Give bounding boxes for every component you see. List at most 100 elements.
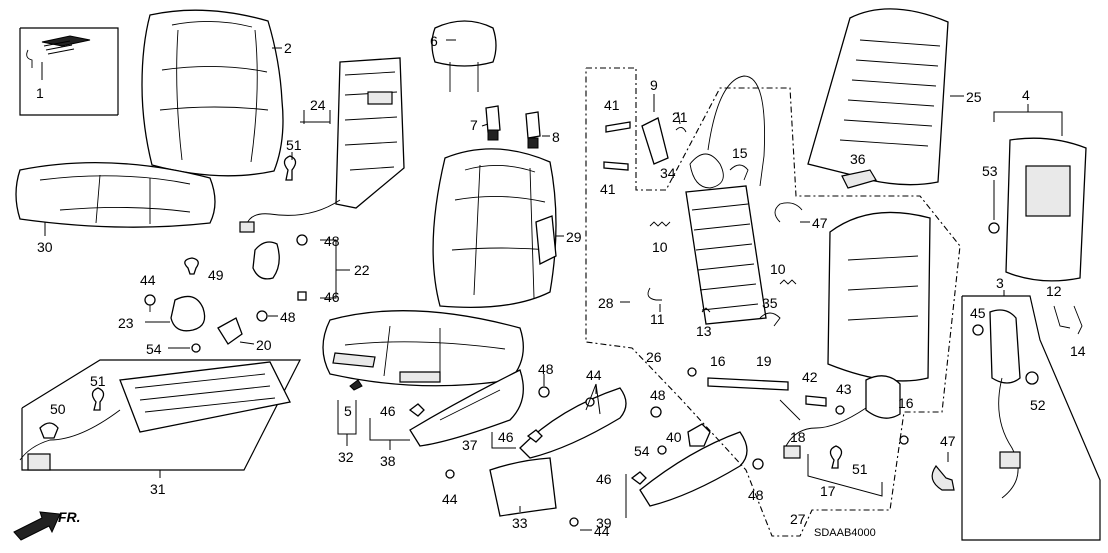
part-37-inner-trim[interactable]: 37 <box>462 387 627 459</box>
part-43-nut[interactable]: 43 <box>835 381 852 415</box>
part-5-clip[interactable]: 5 <box>344 379 363 419</box>
part-38-side-trim[interactable]: 38 <box>369 369 524 469</box>
callout-37: 37 <box>462 437 478 453</box>
part-14-bracket[interactable]: 14 <box>1070 305 1086 359</box>
callout-44-c: 44 <box>442 491 458 507</box>
part-1-clip-set[interactable]: 1 <box>19 27 119 116</box>
part-29-side-panel[interactable]: 29 <box>535 215 582 266</box>
part-13-clip[interactable]: 13 <box>696 307 712 339</box>
part-22-heater-unit[interactable]: 22 <box>252 239 370 299</box>
part-20-bracket[interactable]: 20 <box>217 317 272 353</box>
part-24-seatback-heater[interactable]: 24 <box>239 57 405 233</box>
part-41-bolt-b[interactable]: 41 <box>600 161 629 197</box>
callout-42: 42 <box>802 369 818 385</box>
part-12-bracket[interactable]: 12 <box>1046 283 1071 329</box>
part-9-lever[interactable]: 9 <box>641 77 669 165</box>
callout-46-a: 46 <box>324 289 340 305</box>
part-44-screw[interactable]: 44 <box>140 272 156 312</box>
part-44-screw-d[interactable]: 44 <box>569 517 610 539</box>
part-15-clip[interactable]: 15 <box>729 145 749 181</box>
callout-22: 22 <box>354 262 370 278</box>
callout-47-a: 47 <box>812 215 828 231</box>
part-16-bushing-b[interactable]: 16 <box>898 395 914 445</box>
part-45-clip[interactable]: 45 <box>970 305 986 336</box>
callout-46-d: 46 <box>596 471 612 487</box>
part-48-clip-b[interactable]: 48 <box>256 309 296 325</box>
callout-40: 40 <box>666 429 682 445</box>
part-19-torsion-bar[interactable]: 19 <box>707 353 789 391</box>
callout-1: 1 <box>36 85 44 101</box>
part-3-power-seat-switch-group[interactable]: 3 <box>961 275 1101 541</box>
callout-50: 50 <box>50 401 66 417</box>
callout-48-b: 48 <box>280 309 296 325</box>
callout-6: 6 <box>430 33 438 49</box>
front-label: FR. <box>58 509 81 525</box>
part-48-clip-c[interactable]: 48 <box>538 361 554 398</box>
part-27-label: 27 <box>790 511 806 527</box>
part-32-group-bracket[interactable]: 32 <box>337 400 357 465</box>
part-36-cover[interactable]: 36 <box>841 151 877 189</box>
part-44-screw-b[interactable]: 44 <box>585 367 602 415</box>
part-30-seat-cushion-cover[interactable]: 30 <box>15 162 216 255</box>
callout-44-a: 44 <box>140 272 156 288</box>
part-51-clip-b[interactable]: 51 <box>90 373 106 411</box>
part-11-clip[interactable]: 11 <box>647 287 665 327</box>
part-46-clip-b[interactable]: 46 <box>380 403 425 419</box>
callout-46-b: 46 <box>380 403 396 419</box>
part-40-switch-knob[interactable]: 40 <box>666 423 711 447</box>
part-44-screw-c[interactable]: 44 <box>442 469 458 507</box>
part-50-clip[interactable]: 50 <box>39 401 66 439</box>
part-51-clip[interactable]: 51 <box>283 137 302 181</box>
callout-33: 33 <box>512 515 528 531</box>
part-52-knob[interactable]: 52 <box>1025 371 1046 413</box>
part-48-clip-a[interactable]: 48 <box>296 233 340 249</box>
callout-26: 26 <box>646 349 662 365</box>
part-8-headrest-guide[interactable]: 8 <box>525 111 560 149</box>
seat-assembly[interactable] <box>322 148 557 387</box>
callout-23: 23 <box>118 315 134 331</box>
part-46-clip-c[interactable]: 46 <box>498 429 543 445</box>
part-16-bushing-a[interactable]: 16 <box>687 353 726 377</box>
callout-9: 9 <box>650 77 658 93</box>
part-17-harness[interactable]: 17 <box>783 407 883 499</box>
part-34-lumbar-support[interactable]: 34 <box>660 75 767 325</box>
part-49-clip[interactable]: 49 <box>184 257 224 283</box>
part-42-bolt[interactable]: 42 <box>802 369 827 407</box>
part-18-rod[interactable]: 18 <box>779 399 806 445</box>
callout-39: 39 <box>596 515 612 531</box>
part-6-headrest[interactable]: 6 <box>430 20 497 92</box>
part-47-clip-b[interactable]: 47 <box>931 433 956 491</box>
part-7-headrest-guide[interactable]: 7 <box>470 105 501 141</box>
part-35-clip[interactable]: 35 <box>759 295 781 327</box>
part-47-clip-a[interactable]: 47 <box>774 202 828 231</box>
part-26-label: 26 <box>646 349 662 365</box>
part-51-clip-c[interactable]: 51 <box>829 445 868 477</box>
part-25-seatback-frame[interactable]: 25 <box>807 8 982 186</box>
part-33-trim-cover[interactable]: 33 <box>489 457 557 531</box>
callout-11: 11 <box>650 311 665 327</box>
callout-54-a: 54 <box>146 341 162 357</box>
part-54-screw-b[interactable]: 54 <box>634 443 667 459</box>
callout-16-a: 16 <box>710 353 726 369</box>
seatback-frame-assembly[interactable] <box>827 211 931 382</box>
part-54-screw[interactable]: 54 <box>146 341 201 357</box>
part-4-back-panel[interactable]: 4 <box>993 87 1087 282</box>
front-direction-indicator: FR. <box>13 509 81 541</box>
part-41-bolt-a[interactable]: 41 <box>604 97 631 133</box>
part-28-lumbar-assembly-group[interactable]: 28 <box>585 67 961 537</box>
part-31-cushion-heater-group[interactable]: 31 <box>19 359 301 497</box>
motor-unit[interactable] <box>865 375 901 419</box>
part-53-clip[interactable]: 53 <box>982 163 1000 234</box>
part-2-seatback-cover[interactable]: 2 <box>141 9 292 177</box>
callout-45: 45 <box>970 305 986 321</box>
part-48-clip-d[interactable]: 48 <box>650 387 666 418</box>
part-46-clip-d[interactable]: 46 <box>596 471 647 487</box>
part-21-clip[interactable]: 21 <box>672 109 688 133</box>
callout-48-a: 48 <box>324 233 340 249</box>
part-39-outer-trim[interactable]: 39 <box>596 431 748 531</box>
part-23-bracket[interactable]: 23 <box>118 295 206 332</box>
part-10-spring-a[interactable]: 10 <box>649 221 671 255</box>
part-46-clip-a[interactable]: 46 <box>297 289 340 305</box>
part-10-spring-b[interactable]: 10 <box>770 261 797 285</box>
